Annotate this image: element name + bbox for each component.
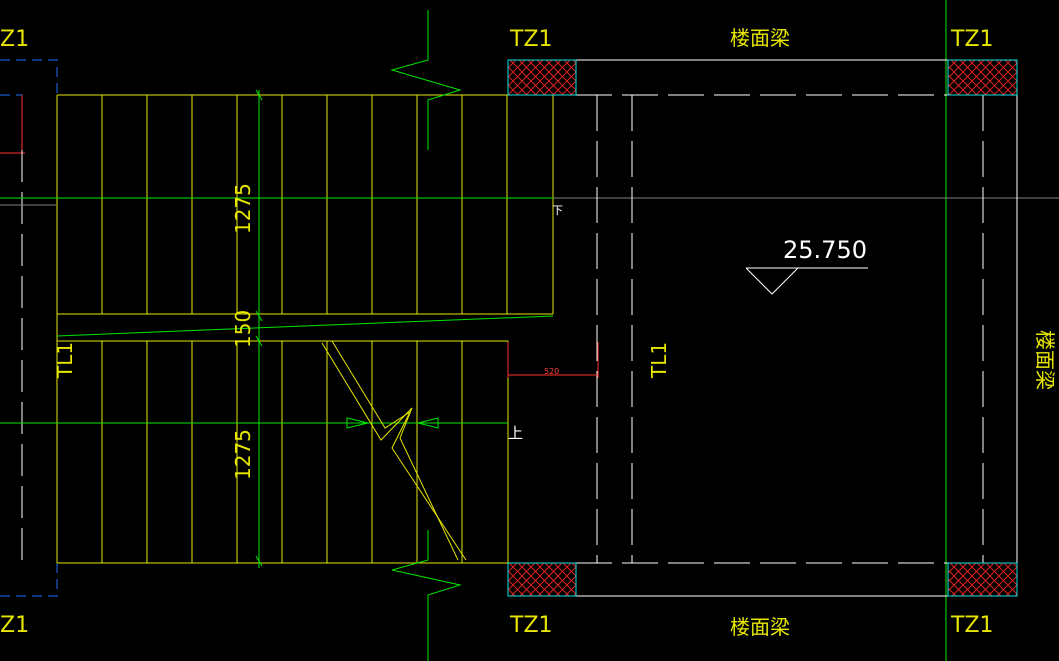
flight-break — [321, 340, 467, 561]
beam-label-top: 楼面梁 — [730, 26, 790, 50]
left-wall-dashed — [21, 95, 58, 561]
beam-label-bottom: 楼面梁 — [730, 615, 790, 639]
dim-label-landing: 150 — [231, 310, 255, 348]
stair-treads — [101, 95, 508, 563]
dim-label-lower-flight: 1275 — [231, 429, 255, 480]
axis-lines — [0, 197, 1059, 206]
column-tz1-top-right — [947, 59, 1018, 96]
column-label-top-mid: TZ1 — [509, 27, 553, 52]
left-column-outline — [0, 59, 58, 597]
beam-label-right: 楼面梁 — [1033, 330, 1057, 390]
column-tz1-bottom-left — [507, 562, 577, 597]
dim-label-upper-flight: 1275 — [231, 183, 255, 234]
stair-up-label: 上 — [508, 424, 523, 442]
column-label-bottom-right: TZ1 — [950, 613, 994, 638]
stair-outline — [56, 94, 554, 564]
dim-520 — [507, 342, 599, 378]
column-tz1-top-left — [507, 59, 577, 96]
green-lines — [0, 0, 947, 661]
column-tz1-bottom-right — [947, 562, 1018, 597]
dim-label-offset: 520 — [544, 367, 559, 376]
column-label-bottom-mid: TZ1 — [509, 613, 553, 638]
elevation-mark — [745, 267, 868, 295]
elevation-value: 25.750 — [783, 236, 867, 264]
beam-dashed — [576, 94, 984, 564]
column-label-top-left: Z1 — [0, 27, 29, 52]
landing-beam-label-right: TL1 — [647, 342, 671, 379]
column-label-top-right: TZ1 — [950, 27, 994, 52]
stair-down-label: 下 — [552, 204, 563, 217]
landing-beam-label-left: TL1 — [53, 342, 77, 379]
column-label-bottom-left: Z1 — [0, 613, 29, 638]
beams — [576, 59, 1018, 597]
